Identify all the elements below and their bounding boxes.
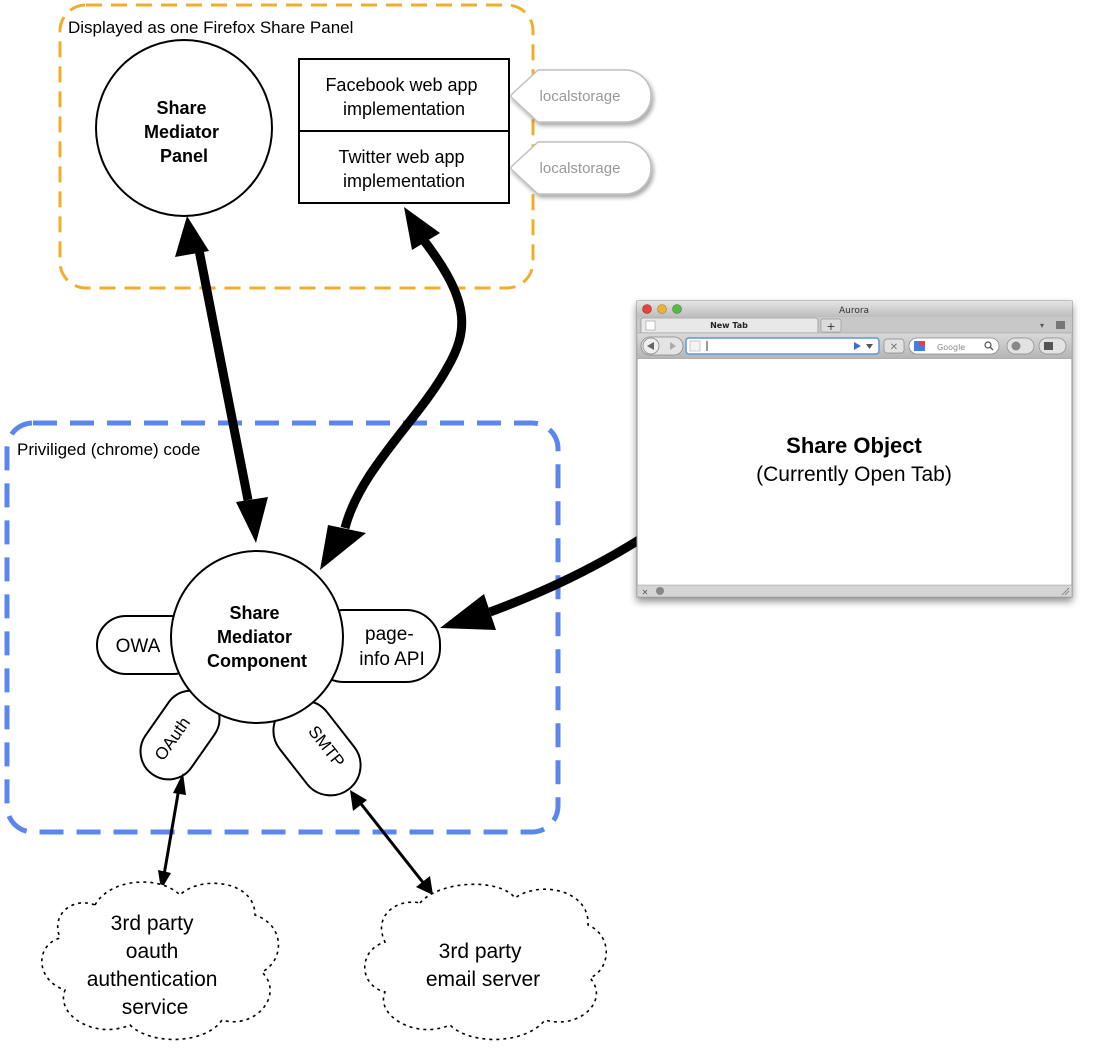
tab-list-icon[interactable]: ▾ (1040, 321, 1044, 330)
search-magnifier-icon[interactable] (984, 341, 992, 349)
mediator-component-line-3: Component (207, 651, 307, 671)
tab-new-tab-label: New Tab (710, 321, 748, 330)
svg-text:3rd party oauth authen: 3rd party oauth authentication service (87, 912, 224, 1019)
addon-icon (1011, 341, 1021, 351)
twitter-app-line-1: Twitter web app (338, 147, 464, 167)
back-arrow-icon (647, 342, 654, 350)
mediator-panel-line-1: Share (156, 98, 206, 118)
twitter-app-line-2: implementation (343, 171, 465, 191)
site-identity-icon (689, 340, 701, 352)
mediator-component-line-1: Share (229, 603, 279, 623)
share-mediator-component (170, 550, 344, 724)
browser-window-title: Aurora (839, 306, 869, 316)
url-bar[interactable] (685, 337, 880, 355)
mediator-panel-line-2: Mediator (144, 122, 219, 142)
search-magnifier-handle (989, 346, 994, 351)
svg-text:page- info API: page- info API (359, 624, 425, 670)
cloud-email-server (363, 883, 608, 1041)
window-minimize-button[interactable] (657, 304, 667, 314)
facebook-app-box (298, 58, 510, 132)
stop-button[interactable] (883, 338, 905, 354)
email-server-line-1: 3rd party (439, 940, 522, 963)
oauth-service-line-3: authentication (87, 968, 218, 991)
page-info-line-2: info API (359, 649, 425, 670)
oauth-service-line-1: 3rd party (111, 912, 194, 935)
browser-content (638, 359, 1071, 585)
svg-text:Twitter web app implementa: Twitter web app implementation (338, 147, 469, 191)
svg-text:Share Mediator Panel: Share Mediator Panel (144, 98, 224, 166)
firefox-panel-label: Displayed as one Firefox Share Panel (68, 18, 353, 37)
window-zoom-button[interactable] (672, 304, 682, 314)
arrow-panel-to-component (175, 216, 268, 543)
localstorage-label-twitter: localstorage (540, 160, 621, 177)
mediator-component-line-2: Mediator (217, 627, 292, 647)
svg-text:3rd party email server: 3rd party email server (426, 940, 540, 991)
localstorage-tag-facebook (508, 69, 652, 123)
tab-overview-icon[interactable] (1056, 321, 1065, 329)
search-engine-icon-part (919, 341, 925, 346)
oauth-service-line-2: oauth (126, 940, 179, 963)
svg-text:Facebook web app implement: Facebook web app implementation (325, 75, 482, 119)
forward-arrow-icon (670, 342, 676, 350)
email-server-line-2: email server (426, 968, 540, 991)
statusbar-addon-icon[interactable] (656, 587, 664, 595)
bookmarks-icon (1044, 342, 1053, 350)
owa-label: OWA (116, 636, 161, 657)
go-arrow-icon[interactable] (854, 342, 861, 350)
stop-icon: ✕ (890, 342, 898, 353)
share-mediator-panel (95, 39, 273, 217)
search-placeholder: Google (937, 343, 965, 352)
cloud-oauth-service (41, 881, 280, 1041)
statusbar-close-icon[interactable]: ✕ (642, 588, 649, 597)
browser-statusbar (636, 584, 1073, 598)
facebook-app-line-2: implementation (343, 99, 465, 119)
facebook-app-line-1: Facebook web app (325, 75, 477, 95)
browser-titlebar (637, 301, 1072, 317)
arrow-smtp-to-cloud (350, 790, 433, 895)
svg-text:Share Mediator Compone: Share Mediator Component (207, 603, 307, 671)
arrow-twitter-to-component (320, 207, 467, 570)
page-info-line-1: page- (365, 624, 414, 645)
tab-new-tab[interactable] (640, 317, 819, 334)
window-close-button[interactable] (642, 304, 652, 314)
share-object-subtitle: (Currently Open Tab) (756, 463, 952, 486)
localstorage-label-facebook: localstorage (540, 88, 621, 105)
oauth-service-line-4: service (122, 996, 189, 1019)
chrome-code-region (4, 420, 561, 835)
search-bar[interactable] (908, 337, 1000, 355)
mediator-panel-line-3: Panel (160, 146, 208, 166)
chrome-code-label: Priviliged (chrome) code (17, 440, 200, 459)
url-dropdown-icon[interactable] (866, 344, 873, 349)
localstorage-tag-twitter (508, 141, 652, 195)
new-tab-button[interactable] (820, 318, 842, 333)
resize-grip-icon[interactable] (1061, 587, 1070, 596)
twitter-app-box (298, 130, 510, 204)
tab-favicon-icon (645, 320, 656, 331)
share-object-title: Share Object (786, 433, 922, 458)
new-tab-plus-icon: + (826, 320, 835, 333)
